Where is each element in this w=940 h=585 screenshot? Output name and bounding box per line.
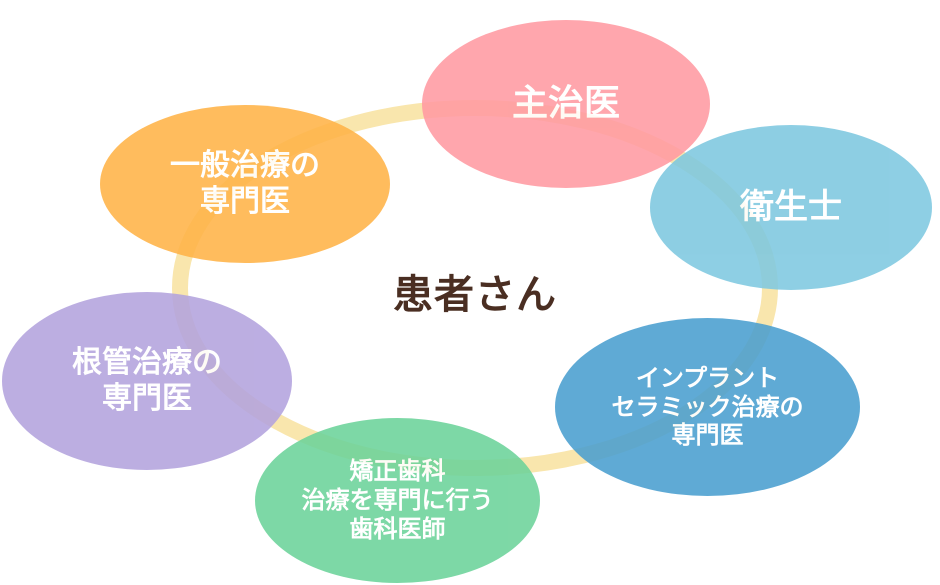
node-orthodontist-label: 矯正歯科 治療を専門に行う 歯科医師 [301, 456, 494, 543]
node-implant-specialist-label: インプラント セラミック治療の 専門医 [611, 362, 804, 450]
node-root-canal-specialist-label: 根管治療の 専門医 [72, 345, 222, 416]
node-general-specialist: 一般治療の 専門医 [100, 105, 390, 263]
node-primary-doctor-label: 主治医 [511, 82, 620, 125]
center-patient-label: 患者さん [393, 271, 557, 318]
node-orthodontist: 矯正歯科 治療を専門に行う 歯科医師 [255, 418, 540, 583]
node-hygienist-label: 衛生士 [740, 187, 842, 228]
node-root-canal-specialist: 根管治療の 専門医 [2, 292, 292, 470]
node-hygienist: 衛生士 [650, 125, 932, 290]
node-primary-doctor: 主治医 [422, 20, 710, 188]
node-implant-specialist: インプラント セラミック治療の 専門医 [555, 318, 860, 496]
node-general-specialist-label: 一般治療の 専門医 [170, 148, 320, 219]
